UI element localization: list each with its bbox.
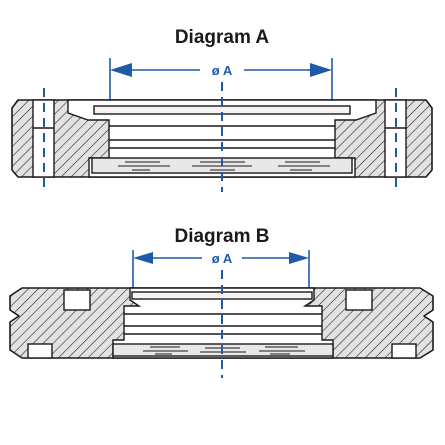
diagram-b-arrow-right [289, 252, 309, 264]
diagram-b-pocket-top-left [63, 289, 91, 311]
diagram-a-dimension: ø A [109, 58, 333, 100]
diagram-b-dimension-label: ø A [212, 251, 233, 266]
diagram-b: Diagram B ø A [9, 226, 434, 378]
diagram-a-arrow-left [110, 63, 132, 77]
diagram-a-title: Diagram A [175, 27, 270, 48]
diagram-b-title: Diagram B [174, 226, 269, 247]
diagram-b-pocket-bottom-right [391, 343, 417, 359]
diagram-b-pocket-bottom-left [27, 343, 53, 359]
diagram-a: Diagram A ø A [11, 27, 433, 192]
diagram-a-dimension-label: ø A [212, 63, 233, 78]
diagram-a-arrow-right [310, 63, 332, 77]
diagram-b-arrow-left [133, 252, 153, 264]
diagram-b-dimension: ø A [132, 250, 310, 288]
diagram-b-pocket-top-right [345, 289, 373, 311]
